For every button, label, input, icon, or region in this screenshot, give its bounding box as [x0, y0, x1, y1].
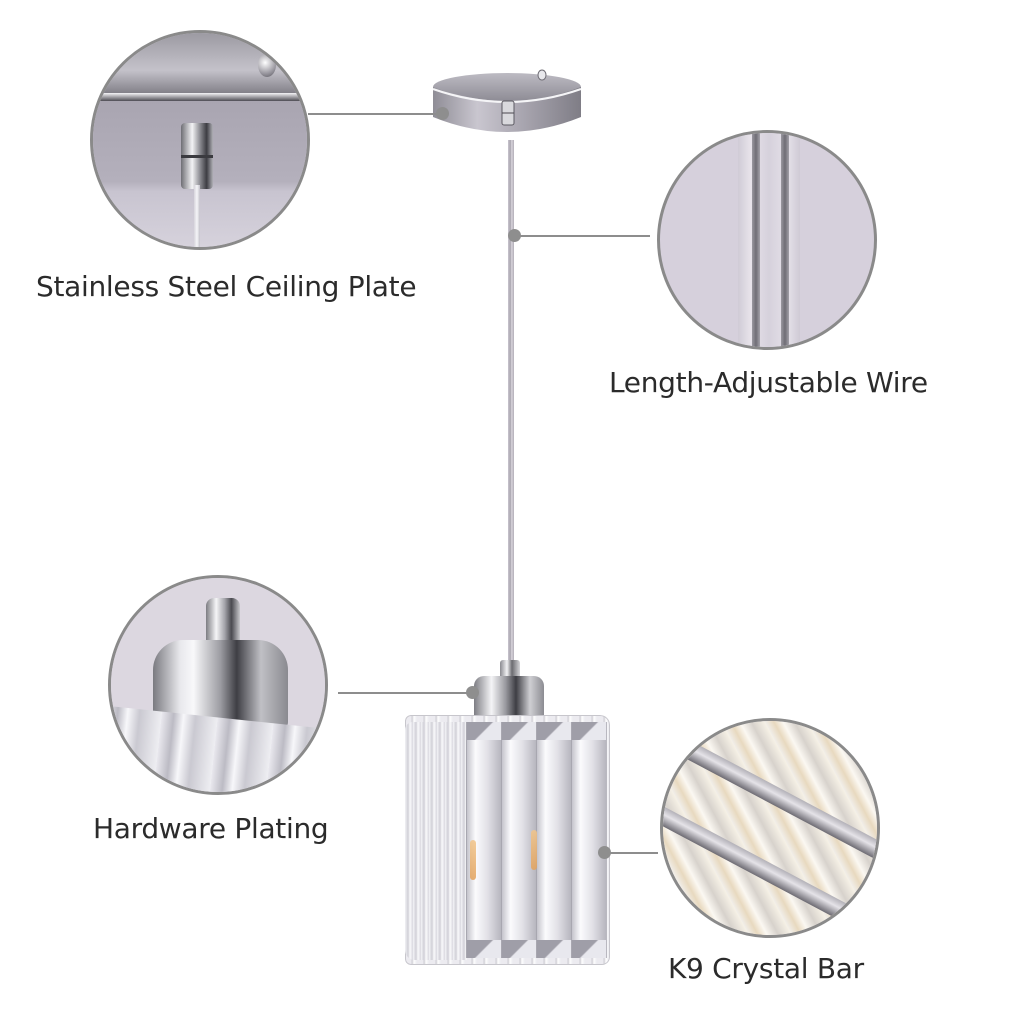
- crystal-shade-side: [405, 722, 467, 960]
- label-ceiling-plate: Stainless Steel Ceiling Plate: [36, 270, 417, 303]
- hanging-wire: [508, 140, 514, 670]
- connector-line-hardware: [338, 692, 470, 694]
- wire-sheath: [738, 133, 800, 347]
- bulb-filament: [470, 840, 476, 880]
- crystal-bar-detail-icon: [660, 718, 880, 938]
- bulb-filament: [531, 830, 537, 870]
- hardware-plating-detail-icon: [108, 575, 328, 795]
- label-wire: Length-Adjustable Wire: [609, 366, 928, 399]
- screw-icon: [258, 53, 276, 77]
- label-hardware: Hardware Plating: [93, 812, 329, 845]
- plate-rim: [93, 93, 307, 101]
- connector-dot-ceiling-plate: [436, 107, 449, 120]
- label-crystal: K9 Crystal Bar: [668, 952, 864, 985]
- connector-line-ceiling-plate: [308, 113, 438, 115]
- lamp-cap: [474, 676, 544, 718]
- wire-clamp: [181, 123, 213, 189]
- crystal-prism: [571, 722, 607, 958]
- connector-line-crystal: [610, 852, 658, 854]
- connector-dot-wire: [508, 229, 521, 242]
- connector-line-wire: [517, 235, 650, 237]
- ceiling-canopy: [432, 69, 582, 132]
- connector-dot-crystal: [598, 846, 611, 859]
- wire-strand: [781, 133, 789, 347]
- crystal-prism: [466, 722, 502, 958]
- ceiling-plate-detail-icon: [90, 30, 310, 250]
- wire-segment: [194, 185, 200, 247]
- crystal-prism: [536, 722, 572, 958]
- wire-detail-icon: [657, 130, 877, 350]
- connector-dot-hardware: [466, 686, 479, 699]
- wire-strand: [752, 133, 760, 347]
- hardware-stem: [206, 598, 240, 648]
